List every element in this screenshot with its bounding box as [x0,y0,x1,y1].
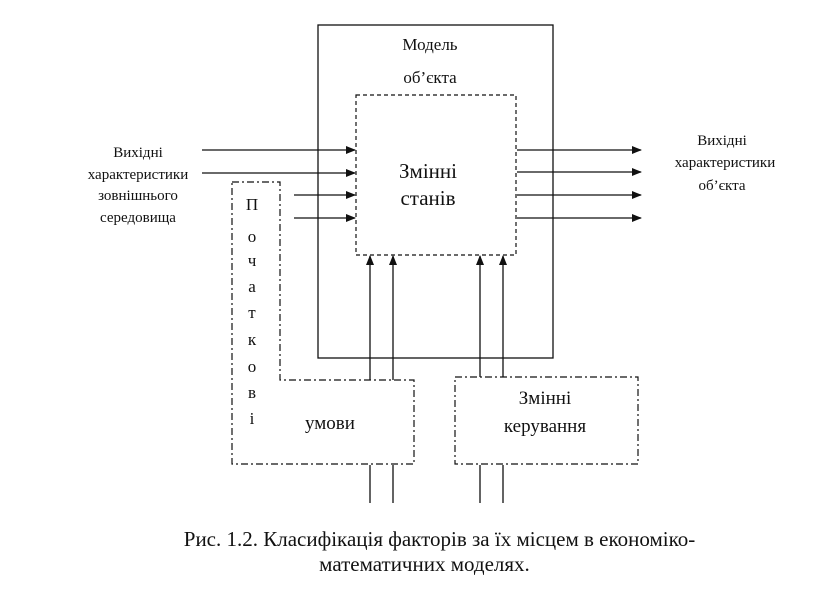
object-model-title-line1: Модель [402,35,457,54]
output-arrows [517,146,642,222]
inputs-label-line2: характеристики [88,167,189,183]
initial-conditions-box [231,181,415,465]
inputs-label-line1: Вихідні [113,145,163,161]
control-variables-box [454,376,639,465]
figure-caption-line1: Рис. 1.2. Класифікація факторів за їх мі… [183,527,696,551]
initial-to-state-arrows [366,255,397,503]
state-variables-line1: Змінні [399,159,457,183]
outputs-label-line3: об’єкта [698,178,745,194]
object-model-title-line2: об’єкта [403,68,457,87]
control-variables-line2: керування [504,416,586,437]
initial-conditions-word: умови [305,413,355,434]
object-model-box [317,24,554,359]
initial-letter-3: ч [248,251,257,270]
initial-letter-8: в [248,383,256,402]
initial-letter-6: к [248,330,257,349]
figure-caption-line2: математичних моделях. [319,552,530,576]
control-to-state-arrows [476,255,507,503]
initial-letter-4: а [248,277,256,296]
inputs-label-line3: зовнішнього [98,188,178,204]
control-variables-line1: Змінні [519,388,571,409]
initial-conditions-vertical-word: П о ч а т к о в і [246,195,258,428]
state-variables-line2: станів [400,186,455,210]
initial-letter-9: і [250,409,255,428]
initial-letter-2: о [248,227,257,246]
outputs-label-line2: характеристики [675,155,776,171]
figure-caption: Рис. 1.2. Класифікація факторів за їх мі… [0,527,829,577]
input-arrows [202,146,356,222]
initial-letter-7: о [248,357,257,376]
initial-letter-5: т [248,303,256,322]
initial-letter-1: П [246,195,258,214]
outputs-label-line1: Вихідні [697,133,747,149]
state-variables-box [355,94,517,256]
inputs-label-line4: середовища [100,210,176,226]
